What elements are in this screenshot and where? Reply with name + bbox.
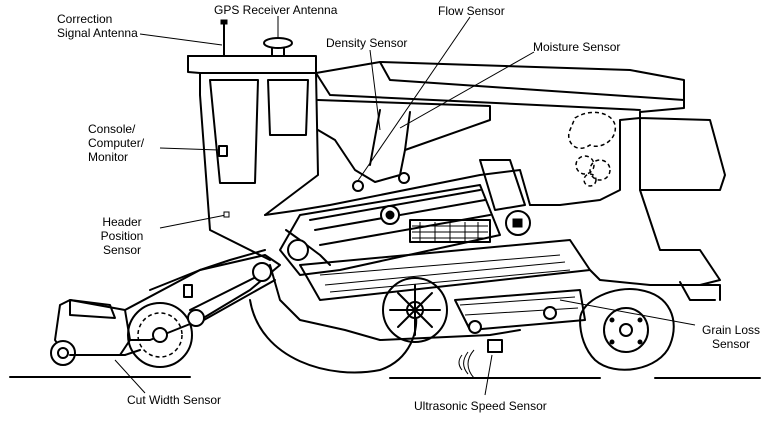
ground-line — [10, 377, 760, 378]
leader-ultrasonic — [485, 355, 492, 395]
flow-sensor-marker — [353, 181, 363, 191]
gps-receiver-dome — [264, 38, 292, 48]
label-moisture-sensor: Moisture Sensor — [533, 40, 620, 54]
drive-wheel — [250, 278, 447, 372]
leader-correction-antenna — [140, 34, 222, 45]
label-console-computer-monitor: Console/ Computer/ Monitor — [88, 122, 144, 164]
label-gps-receiver-antenna: GPS Receiver Antenna — [214, 3, 337, 17]
leader-header-position — [160, 215, 226, 228]
density-sensor-marker — [399, 173, 409, 183]
steer-wheel — [580, 289, 674, 370]
header-position-marker — [224, 212, 229, 217]
label-correction-signal-antenna: Correction Signal Antenna — [57, 12, 138, 40]
cab — [188, 56, 318, 260]
label-header-position-sensor: Header Position Sensor — [101, 215, 144, 257]
antennas — [221, 20, 292, 56]
threshing-section — [265, 160, 590, 300]
label-cut-width-sensor: Cut Width Sensor — [127, 393, 221, 407]
correction-antenna-tip — [221, 20, 227, 24]
rear-section — [270, 265, 720, 352]
label-grain-loss-sensor: Grain Loss Sensor — [702, 323, 760, 351]
header — [51, 250, 280, 367]
label-ultrasonic-speed-sensor: Ultrasonic Speed Sensor — [414, 399, 547, 413]
label-flow-sensor: Flow Sensor — [438, 4, 505, 18]
label-density-sensor: Density Sensor — [326, 36, 407, 50]
ultrasonic-wave-icon — [459, 350, 474, 378]
leader-console — [160, 148, 219, 150]
